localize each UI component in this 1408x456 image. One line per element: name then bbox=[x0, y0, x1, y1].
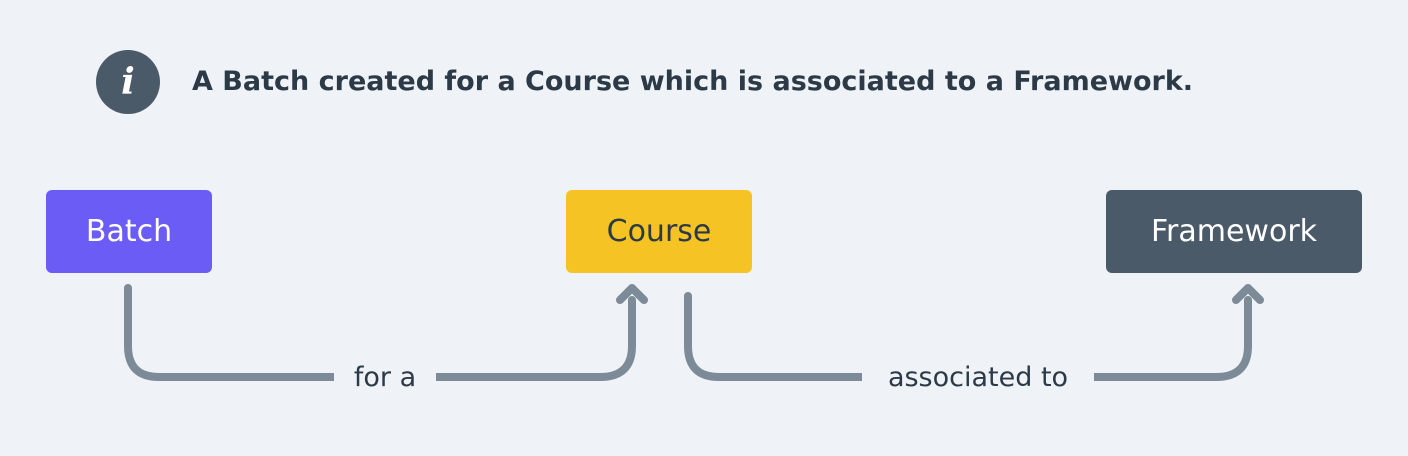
arrowhead-framework bbox=[1232, 284, 1264, 304]
edge-label-for-a: for a bbox=[334, 358, 436, 398]
node-framework: Framework bbox=[1106, 190, 1362, 273]
diagram-caption: A Batch created for a Course which is as… bbox=[192, 66, 1194, 97]
arrowhead-course bbox=[616, 284, 648, 304]
edge-label-associated-to: associated to bbox=[862, 358, 1094, 398]
info-icon: i bbox=[96, 50, 160, 114]
node-batch: Batch bbox=[46, 190, 212, 273]
info-icon-glyph: i bbox=[121, 61, 135, 103]
node-course: Course bbox=[566, 190, 752, 273]
